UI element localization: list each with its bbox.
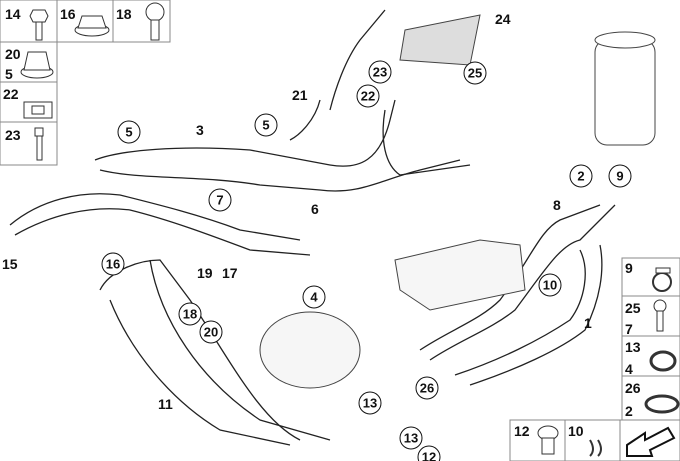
right-parts-legend: 9 25 7 13 4 26 2 <box>621 257 680 421</box>
svg-text:5: 5 <box>262 118 269 133</box>
label-15: 15 <box>2 256 18 272</box>
callout-25: 25 <box>463 61 487 85</box>
svg-text:16: 16 <box>106 257 120 272</box>
legend-label-23: 23 <box>5 127 21 143</box>
plug-icon <box>537 425 559 455</box>
legend-label-9: 9 <box>625 260 633 276</box>
callout-5: 5 <box>254 113 278 137</box>
callouts: 5 5 23 22 25 2 9 7 16 18 20 4 10 26 13 1… <box>101 60 632 461</box>
svg-text:25: 25 <box>468 66 482 81</box>
label-11: 11 <box>158 396 173 412</box>
callout-26: 26 <box>415 376 439 400</box>
label-1: 1 <box>584 315 592 331</box>
callout-10: 10 <box>538 273 562 297</box>
bolt-icon <box>29 9 49 41</box>
callout-13: 13 <box>399 426 423 450</box>
label-3: 3 <box>196 122 204 138</box>
label-21: 21 <box>292 87 308 103</box>
collar-nut-icon <box>20 51 54 79</box>
svg-text:22: 22 <box>361 89 375 104</box>
svg-text:23: 23 <box>373 65 387 80</box>
legend-label-25: 25 <box>625 300 641 316</box>
legend-label-16: 16 <box>60 6 76 22</box>
svg-text:2: 2 <box>577 169 584 184</box>
bolt-icon <box>145 2 165 41</box>
callout-2: 2 <box>569 164 593 188</box>
svg-text:5: 5 <box>125 125 132 140</box>
svg-text:7: 7 <box>216 193 223 208</box>
bottom-parts-legend: 12 10 <box>509 419 680 461</box>
legend-label-20: 20 <box>5 46 21 62</box>
hose-lines <box>9 9 656 446</box>
callout-13: 13 <box>358 391 382 415</box>
seal-ring-icon <box>649 350 677 372</box>
callout-23: 23 <box>368 60 392 84</box>
legend-label-26: 26 <box>625 380 641 396</box>
svg-text:18: 18 <box>183 307 197 322</box>
svg-text:20: 20 <box>204 325 218 340</box>
label-19: 19 <box>197 265 213 281</box>
callout-16: 16 <box>101 252 125 276</box>
part-labels: 3 21 24 8 6 15 19 17 1 11 <box>2 11 592 412</box>
svg-text:13: 13 <box>404 431 418 446</box>
label-17: 17 <box>222 265 238 281</box>
legend-label-5: 5 <box>5 66 13 82</box>
legend-label-14: 14 <box>5 6 21 22</box>
svg-text:26: 26 <box>420 381 434 396</box>
svg-text:13: 13 <box>363 396 377 411</box>
legend-label-22: 22 <box>3 86 19 102</box>
legend-label-12: 12 <box>514 423 530 439</box>
callout-9: 9 <box>608 164 632 188</box>
stud-icon <box>34 127 44 161</box>
direction-arrow-icon <box>626 426 676 457</box>
svg-text:10: 10 <box>543 278 557 293</box>
svg-text:12: 12 <box>422 450 436 461</box>
legend-label-18: 18 <box>116 6 132 22</box>
callout-22: 22 <box>356 84 380 108</box>
bolt-icon <box>653 299 667 332</box>
label-8: 8 <box>553 197 561 213</box>
nut-icon <box>74 15 110 37</box>
svg-text:4: 4 <box>310 290 318 305</box>
clip-icon <box>589 439 602 457</box>
callout-18: 18 <box>178 302 202 326</box>
callout-20: 20 <box>199 320 223 344</box>
hose-clamp-icon <box>652 267 672 292</box>
callout-5: 5 <box>117 120 141 144</box>
callout-12: 12 <box>417 445 441 461</box>
label-6: 6 <box>311 201 319 217</box>
legend-label-13: 13 <box>625 339 641 355</box>
callout-7: 7 <box>208 188 232 212</box>
label-24: 24 <box>495 11 511 27</box>
legend-label-4: 4 <box>625 361 633 377</box>
legend-label-2: 2 <box>625 403 633 419</box>
legend-label-10: 10 <box>568 423 584 439</box>
clip-nut-icon <box>23 101 53 119</box>
callout-4: 4 <box>302 285 326 309</box>
left-parts-legend: 14 16 18 20 5 22 23 <box>0 0 171 166</box>
legend-label-7: 7 <box>625 321 633 337</box>
svg-text:9: 9 <box>616 169 623 184</box>
clamp-band-icon <box>644 394 680 414</box>
